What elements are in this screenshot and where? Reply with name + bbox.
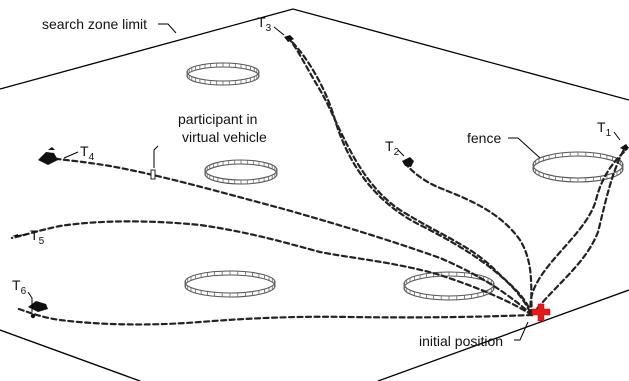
- target-t6-marker: [28, 301, 48, 312]
- participant-leader: [153, 145, 159, 168]
- participant-label-line2: virtual vehicle: [182, 129, 267, 145]
- trajectory-t5: [10, 220, 534, 317]
- target-label-t1: T1: [597, 119, 612, 139]
- search-zone-leader: [158, 23, 177, 34]
- search-zone-boundary: [0, 8, 629, 381]
- target-t3-marker: [284, 35, 294, 42]
- target-label-t2: T2: [385, 138, 400, 158]
- participant-vehicle: [150, 169, 156, 180]
- fence-group: [184, 62, 624, 301]
- fence-leader: [508, 137, 541, 159]
- target-markers: [12, 35, 629, 319]
- trajectory-t3: [288, 38, 534, 317]
- fence: [204, 159, 278, 185]
- trajectory-t2: [402, 160, 534, 317]
- fence: [532, 151, 624, 183]
- target-t6-point: [30, 313, 36, 319]
- t5-leader: [15, 233, 29, 237]
- target-label-t3: T3: [257, 14, 272, 34]
- trajectory-t3-b: [290, 40, 532, 314]
- target-t2-marker: [402, 157, 414, 167]
- t4-leader: [63, 151, 79, 159]
- initial-position-marker: [531, 303, 551, 322]
- t1-leader: [613, 131, 621, 141]
- target-t4-marker: [38, 147, 58, 165]
- trajectory-group: [10, 38, 628, 326]
- trajectory-t4: [50, 156, 534, 317]
- target-label-t5: T5: [30, 227, 45, 247]
- t2-leader: [397, 149, 405, 157]
- participant-label-line1: participant in: [178, 111, 257, 127]
- fence: [184, 270, 276, 298]
- trajectory-t1-branch: [529, 148, 628, 317]
- target-label-t4: T4: [80, 143, 95, 163]
- t3-leader: [273, 26, 285, 36]
- fence: [186, 62, 260, 86]
- fence-label: fence: [467, 130, 501, 146]
- trajectory-t1: [530, 144, 628, 317]
- search-zone-label: search zone limit: [42, 16, 147, 32]
- t6-leader: [27, 291, 33, 312]
- initial-position-label: initial position: [419, 333, 503, 349]
- target-label-t6: T6: [12, 277, 27, 297]
- trajectory-t6: [14, 306, 534, 326]
- target-t1-marker: [620, 144, 629, 151]
- fence: [403, 271, 495, 301]
- initial-position-leader: [514, 321, 529, 341]
